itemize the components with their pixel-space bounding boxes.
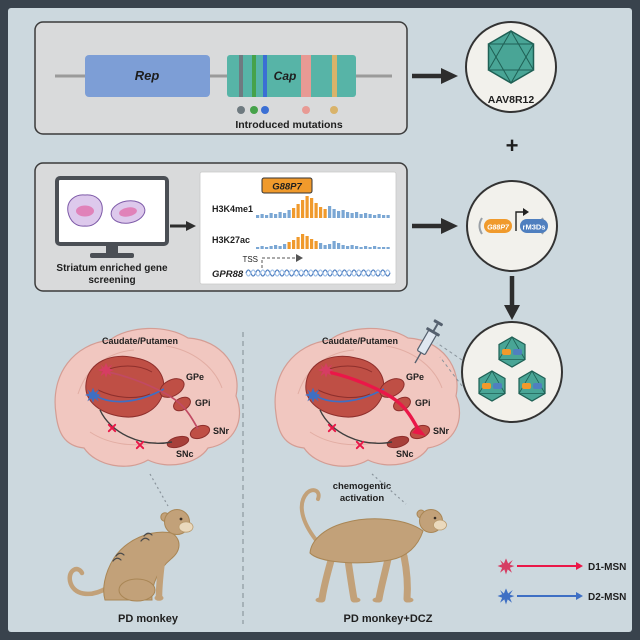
syringe-icon [414,319,443,364]
left-brain-diagram: Caudate/Putamen GPe GPi SNr SNc [54,327,241,467]
legend-d2-arrowhead [576,592,583,600]
pd-monkey-illustration [67,509,194,602]
brain-slice-images [67,194,146,227]
h3k4me1-track [256,196,390,218]
aav-capsid-circle: AAV8R12 [465,21,557,113]
dopamine-pathway-line [99,409,173,444]
gpe-label: GPe [406,372,424,382]
genomics-track-panel: G88P7 H3K4me1 H3K27ac TSS GPR88 [199,171,397,285]
transgene-box-label: rM3Ds [523,223,546,232]
introduced-mutations-caption: Introduced mutations [235,119,342,131]
arrow-to-vector [412,218,458,234]
h3k27ac-track [256,234,390,249]
activation-caption-line2: activation [340,493,385,504]
screening-monitor [55,176,169,258]
dopamine-pathway-line [319,409,393,444]
right-scene-caption: PD monkey+DCZ [344,613,433,625]
monitor-caption-line2: screening [88,275,135,286]
monkey-tail [299,488,321,542]
d2-pathway-line [315,388,385,403]
arrow-to-packaged-virus [504,276,520,320]
monkey-muzzle [178,521,194,533]
d1-pathway-arrowhead [412,426,426,436]
aav-virion-icon [487,29,535,85]
activation-caption-line1: chemogentic [333,481,392,492]
brain-to-monkey-leader-left [149,473,169,507]
arrow-to-aav [412,68,458,84]
monkey-arm [155,549,167,601]
rep-gene-label: Rep [135,68,160,83]
legend-d1-label: D1-MSN [588,562,626,573]
cap-gene-box [227,55,356,97]
gpr88-gene-label: GPR88 [212,269,244,280]
monkey-body [309,518,424,564]
gpi-label: GPi [195,398,211,408]
monkey-leg [118,578,156,602]
h3k4me1-label: H3K4me1 [212,204,253,214]
itr-left-icon [478,217,483,235]
snr-label: SNr [213,426,230,436]
expression-cassette-circle: G88P7 rM3Ds [466,180,558,272]
capsid-engineering-panel: Rep Cap Introduced mutations [34,21,408,135]
promoter-arrow-icon [515,208,529,231]
injection-leaders [436,342,463,387]
gpi-label: GPi [415,398,431,408]
dcz-monkey-illustration [299,488,447,603]
rep-gene-box [85,55,210,97]
monkey-hand [154,595,164,601]
gpe-label: GPe [186,372,204,382]
striatum-label: Caudate/Putamen [102,336,178,346]
left-scene-caption: PD monkey [118,613,179,625]
monkey-feet [315,597,414,603]
snc-label: SNc [176,449,194,459]
right-brain-diagram: Caudate/Putamen GPe GPi SNr SNc [274,327,461,467]
arrow-monitor-to-tracks [170,221,196,231]
promoter-screening-panel: Striatum enriched gene screening G88P7 H… [34,162,408,292]
aav-name-label: AAV8R12 [488,94,535,106]
mutation-dots [237,106,338,114]
promoter-box-label: G88P7 [487,225,510,232]
promoter-box [484,219,512,233]
monkey-eye [179,517,183,521]
snc-label: SNc [396,449,414,459]
legend-d2-label: D2-MSN [588,592,626,603]
d1-pathway-line-activated [327,370,420,430]
cap-gene-label: Cap [274,69,297,83]
legend: D1-MSN D2-MSN [497,558,626,605]
virion-with-cassette-1 [498,336,526,368]
d1-pathway-line [107,371,199,430]
d2-pathway-line [95,388,165,403]
tss-arrow [261,254,303,268]
virion-with-cassette-2 [478,370,506,402]
packaged-virus-circle [461,321,563,423]
monkey-tail [67,566,110,597]
plus-sign: + [506,133,519,158]
dna-helix [245,269,391,277]
promoter-badge [261,177,313,194]
transgene-box [520,219,548,233]
promoter-badge-label: G88P7 [272,182,302,193]
virion-with-cassette-3 [518,370,546,402]
monitor-caption-line1: Striatum enriched gene [56,263,168,274]
mutation-stripes [239,55,337,97]
monkey-eye [433,516,437,520]
monkey-muzzle [433,519,447,531]
striatum-label: Caudate/Putamen [322,336,398,346]
legend-d1-arrowhead [576,562,583,570]
tss-label: TSS [242,255,258,264]
tremor-marks [112,532,153,562]
snr-label: SNr [433,426,450,436]
h3k27ac-label: H3K27ac [212,235,250,245]
